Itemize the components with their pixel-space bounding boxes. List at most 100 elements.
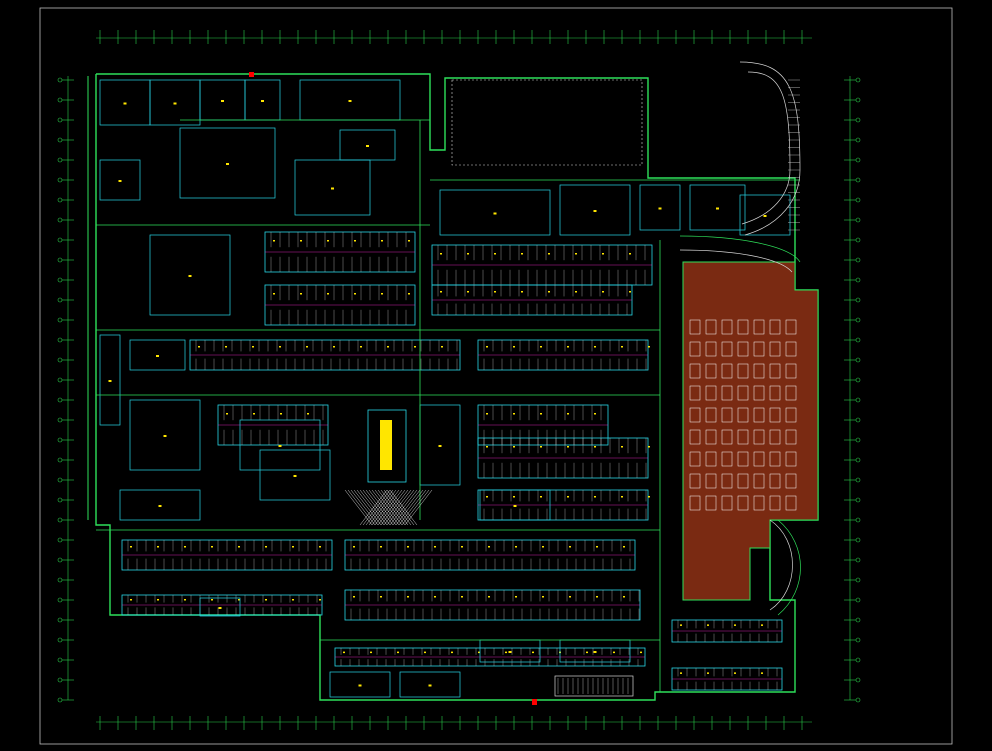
store-shelf	[705, 341, 717, 357]
bay-label	[567, 346, 569, 348]
axis-bubble	[855, 257, 861, 263]
bay-label	[494, 291, 496, 293]
bay-label	[567, 413, 569, 415]
bay-label	[569, 596, 571, 598]
bay-label	[300, 240, 302, 242]
store-shelf	[689, 495, 701, 511]
store-shelf	[785, 451, 797, 467]
axis-grid-rulers	[57, 30, 861, 730]
drawing-frame	[39, 7, 953, 745]
bay-label	[680, 672, 682, 674]
store-shelf	[689, 319, 701, 335]
bay-label	[761, 672, 763, 674]
axis-bubble	[855, 697, 861, 703]
axis-bubble	[57, 157, 63, 163]
room-label	[658, 207, 662, 210]
room-label	[278, 445, 282, 447]
room-label	[226, 163, 229, 165]
axis-bubble	[855, 177, 861, 183]
bay-label	[327, 293, 329, 295]
store-shelf	[753, 429, 765, 445]
store-shelf	[737, 495, 749, 511]
store-shelf	[785, 385, 797, 401]
bay-label	[353, 596, 355, 598]
room	[259, 449, 331, 501]
bay-label	[594, 413, 596, 415]
store-shelf	[721, 363, 733, 379]
bay-label	[407, 546, 409, 548]
bay-label	[648, 446, 650, 448]
bay-label	[333, 346, 335, 348]
bay-label	[370, 651, 372, 654]
bay-label	[707, 672, 709, 674]
axis-bubble	[57, 237, 63, 243]
bay-label	[540, 496, 542, 498]
room	[339, 129, 396, 161]
room-label	[218, 607, 222, 609]
store-shelf	[753, 407, 765, 423]
axis-bubble	[57, 377, 63, 383]
bay-label	[380, 546, 382, 548]
store-shelf	[769, 385, 781, 401]
store-shelf	[753, 363, 765, 379]
marker-north	[249, 72, 254, 77]
store-shelf	[705, 451, 717, 467]
room-label	[261, 100, 264, 102]
axis-bubble	[855, 197, 861, 203]
axis-bubble	[855, 657, 861, 663]
atrium-hatch	[401, 489, 430, 526]
room-label	[123, 102, 127, 105]
atrium-hatch	[389, 489, 418, 526]
store-shelf	[785, 319, 797, 335]
store-shelf	[753, 341, 765, 357]
axis-bubble	[57, 497, 63, 503]
room	[559, 184, 631, 236]
axis-bubble	[855, 497, 861, 503]
bay-label	[327, 240, 329, 242]
room-label	[221, 100, 224, 102]
bay-label	[381, 293, 383, 295]
atrium-hatch	[386, 489, 415, 526]
bay-label	[397, 651, 399, 654]
axis-bubble	[57, 517, 63, 523]
axis-bubble	[57, 477, 63, 483]
bay-label	[596, 546, 598, 548]
axis-bubble	[855, 617, 861, 623]
bay-label	[461, 546, 463, 548]
bay-label	[354, 293, 356, 295]
axis-bubble	[57, 677, 63, 683]
store-shelf	[785, 341, 797, 357]
atrium-hatch	[350, 489, 379, 526]
bay-label	[521, 253, 523, 255]
bay-label	[280, 413, 282, 415]
axis-bubble	[855, 437, 861, 443]
store-shelf	[689, 385, 701, 401]
bay-label	[226, 413, 228, 415]
bay-label	[380, 596, 382, 598]
axis-bubble	[57, 117, 63, 123]
bay-label	[575, 253, 577, 255]
axis-bubble	[57, 417, 63, 423]
store-shelf	[689, 429, 701, 445]
bay-label	[594, 346, 596, 348]
store-shelf	[721, 451, 733, 467]
bay-label	[540, 413, 542, 415]
store-shelf	[737, 385, 749, 401]
bay-label	[623, 546, 625, 548]
bay-label	[761, 624, 763, 626]
bay-label	[707, 624, 709, 626]
bay-label	[596, 596, 598, 598]
bay-label	[488, 546, 490, 548]
axis-bubble	[57, 657, 63, 663]
bay-label	[521, 291, 523, 293]
atrium-hatch	[374, 489, 403, 526]
store-shelf	[737, 451, 749, 467]
vehicle-ramps	[554, 61, 801, 697]
room-label	[593, 210, 597, 212]
axis-bubble	[57, 177, 63, 183]
store-shelf	[737, 319, 749, 335]
axis-bubble	[855, 317, 861, 323]
bay-label	[265, 546, 267, 548]
axis-bubble	[855, 397, 861, 403]
